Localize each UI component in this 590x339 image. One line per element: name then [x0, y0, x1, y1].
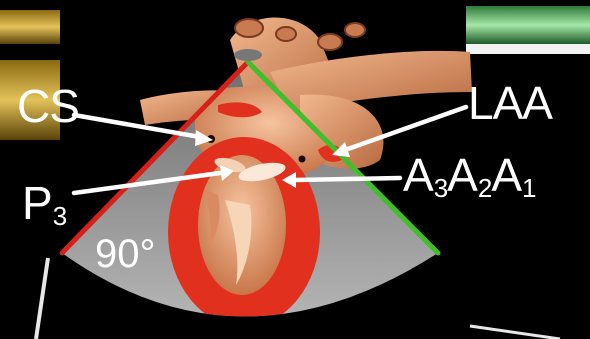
label-a2-letter: A — [447, 149, 477, 201]
vessel-opening-1 — [235, 19, 263, 37]
label-a-segments: A3A2A1 — [403, 152, 535, 201]
label-p3-letter: P — [22, 177, 52, 229]
background-strip-yellow-top — [0, 10, 60, 44]
label-p3-subscript: 3 — [53, 201, 66, 231]
probe-tip — [234, 49, 262, 61]
vessel-opening-2 — [276, 27, 296, 41]
label-p3: P3 — [22, 180, 66, 229]
background-strip-green — [466, 6, 590, 44]
vessel-opening-4 — [345, 23, 365, 37]
laa-ostium — [299, 156, 306, 163]
arrow-a-segments — [295, 178, 400, 180]
vessel-opening-3 — [318, 34, 342, 50]
label-a1-letter: A — [491, 149, 521, 201]
label-laa: LAA — [468, 80, 552, 126]
label-a1-subscript: 1 — [522, 173, 535, 203]
background-strip-white — [466, 44, 590, 54]
bottom-bar — [50, 331, 470, 339]
label-a3-letter: A — [403, 149, 433, 201]
label-a2-subscript: 2 — [478, 173, 491, 203]
angle-label: 90° — [95, 234, 156, 274]
label-a3-subscript: 3 — [434, 173, 447, 203]
label-cs: CS — [17, 83, 79, 129]
